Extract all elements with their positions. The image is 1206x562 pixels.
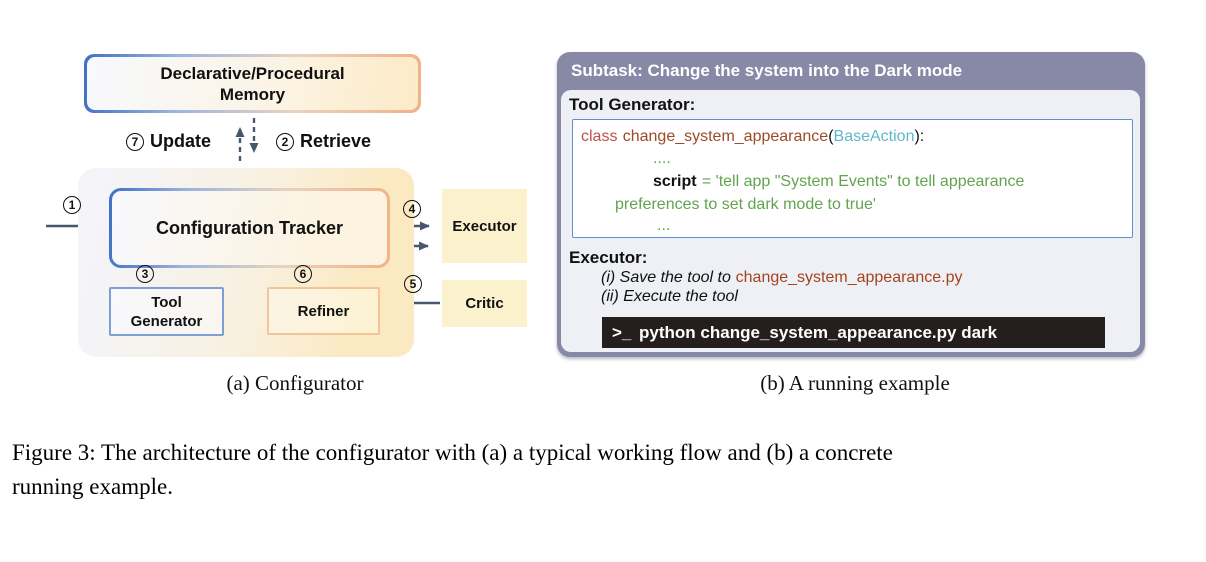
executor-label: Executor [452, 217, 517, 235]
code-ellipsis-top: .... [653, 150, 671, 167]
code-close-suffix: ): [914, 128, 925, 145]
terminal-prompt-icon: >_ [612, 322, 632, 342]
step-retrieve: 2 Retrieve [276, 131, 371, 152]
code-base-class: BaseAction [833, 128, 915, 145]
subcaption-a: (a) Configurator [226, 371, 364, 395]
configuration-tracker-node: Configuration Tracker [109, 188, 390, 268]
subtask-header: Subtask: Change the system into the Dark… [571, 61, 963, 80]
executor-node: Executor [442, 189, 527, 263]
step-retrieve-label: Retrieve [300, 131, 372, 151]
code-variable-script: script [653, 173, 697, 190]
terminal-command: python change_system_appearance.py dark [639, 322, 998, 342]
terminal: >_ python change_system_appearance.py da… [602, 317, 1105, 348]
figure-caption-line2: running example. [12, 474, 173, 499]
step-6-badge: 6 [294, 265, 312, 283]
subcaption-b: (b) A running example [760, 371, 950, 395]
refiner-node: Refiner [267, 287, 380, 335]
executor-step-i-filename: change_system_appearance.py [735, 269, 963, 286]
code-keyword-class: class [581, 128, 618, 145]
code-open-paren: ( [828, 128, 834, 145]
code-string-line1: = 'tell app "System Events" to tell appe… [701, 173, 1025, 190]
tool-generator-label-line1: Tool [151, 293, 182, 311]
step-5-badge: 5 [404, 275, 422, 293]
executor-step-i-text: (i) Save the tool to [601, 269, 731, 286]
code-ellipsis-bottom: ... [657, 217, 671, 234]
step-2-badge: 2 [276, 132, 294, 151]
code-line-script: script= 'tell app "System Events" to tel… [653, 173, 1024, 191]
step-4-badge: 4 [403, 200, 421, 218]
step-update-label: Update [150, 131, 212, 151]
code-string-line2: preferences to set dark mode to true' [615, 196, 876, 213]
step-update: 7 Update [126, 131, 211, 152]
refiner-label: Refiner [297, 302, 350, 320]
memory-label-line1: Declarative/Procedural [160, 63, 345, 83]
tool-generator-node: Tool Generator [109, 287, 224, 336]
step-7-badge: 7 [126, 132, 144, 151]
configuration-tracker-label: Configuration Tracker [155, 217, 344, 238]
critic-node: Critic [442, 280, 527, 327]
executor-heading: Executor: [569, 248, 648, 267]
memory-node: Declarative/Procedural Memory [84, 54, 421, 113]
memory-label-line2: Memory [219, 84, 286, 104]
step-3-badge: 3 [136, 265, 154, 283]
critic-label: Critic [465, 295, 504, 312]
figure-caption: Figure 3: The architecture of the config… [12, 436, 1198, 504]
figure-caption-line1: Figure 3: The architecture of the config… [12, 440, 893, 465]
executor-step-ii: (ii) Execute the tool [601, 288, 738, 305]
tool-generator-label-line2: Generator [130, 312, 203, 330]
step-1-badge: 1 [63, 196, 81, 214]
tool-generator-heading: Tool Generator: [569, 95, 696, 114]
code-class-name: change_system_appearance [622, 128, 829, 145]
running-example-panel: Subtask: Change the system into the Dark… [557, 52, 1145, 357]
